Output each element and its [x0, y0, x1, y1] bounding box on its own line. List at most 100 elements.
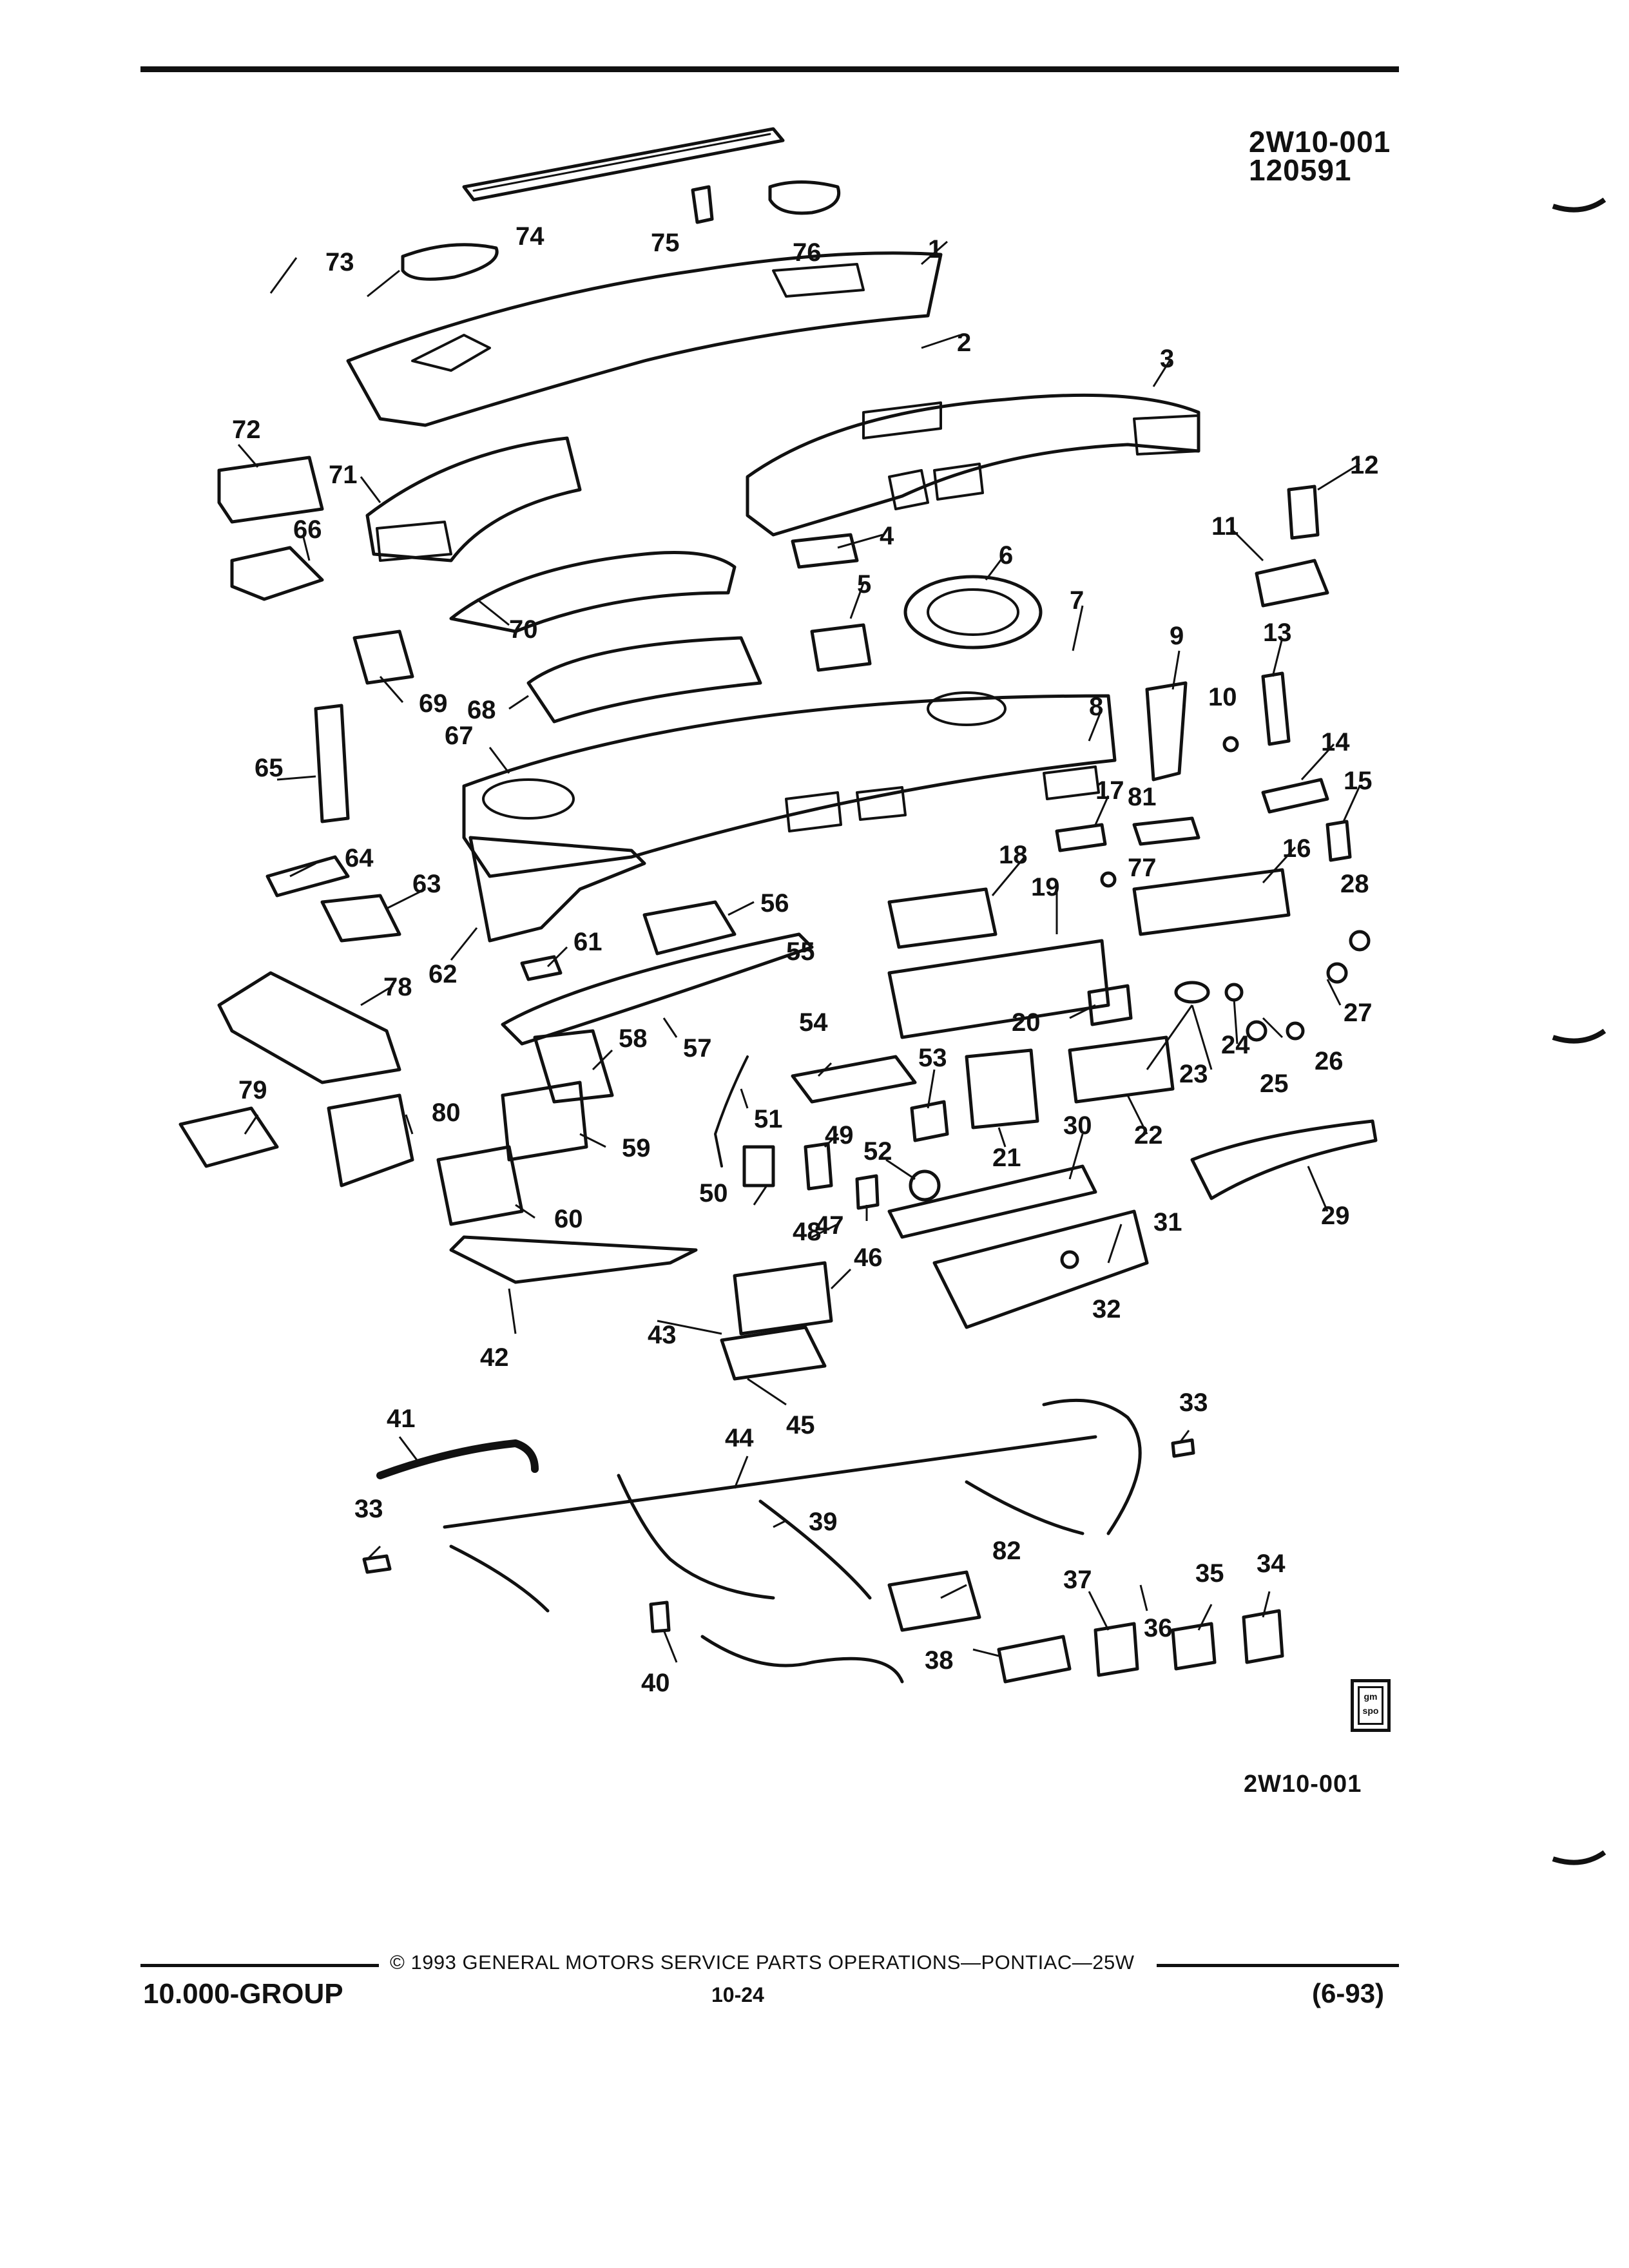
callout-52: 52	[863, 1137, 892, 1166]
callout-38: 38	[925, 1646, 954, 1675]
callout-68: 68	[467, 696, 496, 724]
binding-mark-1	[1552, 197, 1606, 213]
callout-16: 16	[1282, 834, 1311, 863]
part-pad-right	[768, 180, 840, 215]
part-clip-33-right	[1171, 1438, 1195, 1458]
callout-14: 14	[1321, 728, 1350, 756]
part-bracket-47	[733, 1261, 833, 1336]
part-knob-52	[909, 1169, 941, 1202]
part-bulb-48	[855, 1174, 880, 1210]
part-pad-left	[401, 243, 499, 281]
callout-82: 82	[992, 1537, 1021, 1565]
part-cap-23	[1174, 981, 1210, 1004]
part-panel-30	[887, 1164, 1097, 1239]
part-relay-37	[1094, 1622, 1139, 1677]
callout-61: 61	[574, 928, 602, 956]
callout-80: 80	[432, 1099, 461, 1127]
callout-69: 69	[419, 689, 448, 718]
part-control-60	[436, 1145, 524, 1226]
part-screw-77	[1100, 871, 1117, 888]
part-connector-40	[649, 1600, 671, 1633]
callout-25: 25	[1260, 1070, 1289, 1098]
callout-54: 54	[799, 1008, 828, 1037]
part-nut-27	[1326, 962, 1348, 984]
callout-6: 6	[999, 541, 1013, 570]
part-vent-69	[352, 629, 414, 685]
page-number: 10-24	[711, 1983, 764, 2006]
callout-51: 51	[754, 1105, 783, 1133]
part-bracket-80	[327, 1093, 414, 1187]
part-bracket-66	[230, 546, 324, 601]
revision-date: (6-93)	[1312, 1978, 1385, 2008]
part-socket-53	[910, 1100, 949, 1142]
callout-30: 30	[1063, 1111, 1092, 1140]
part-fastener-24	[1224, 983, 1244, 1002]
callout-74: 74	[516, 222, 545, 251]
part-plate-20	[1087, 984, 1133, 1026]
callout-29: 29	[1321, 1202, 1350, 1230]
callout-75: 75	[651, 229, 680, 257]
callout-7: 7	[1070, 586, 1084, 615]
part-instrument-carrier	[462, 694, 1117, 878]
part-module-38	[997, 1635, 1072, 1684]
callout-43: 43	[648, 1321, 677, 1349]
part-bezel-19	[887, 939, 1110, 1039]
part-nut-28	[1349, 930, 1371, 952]
callout-35: 35	[1195, 1559, 1224, 1588]
part-bracket-79	[178, 1106, 279, 1168]
part-bracket-5	[810, 623, 872, 672]
part-switch-4	[791, 533, 859, 569]
diagram-code: 2W10-001	[1249, 125, 1391, 159]
part-module-59	[501, 1081, 588, 1162]
callout-81: 81	[1128, 783, 1157, 811]
callout-53: 53	[918, 1044, 947, 1072]
part-tray-54	[791, 1055, 917, 1104]
callout-32: 32	[1092, 1295, 1121, 1323]
part-fastener-26	[1286, 1021, 1305, 1041]
part-element-49	[804, 1142, 833, 1191]
callout-41: 41	[387, 1405, 416, 1433]
part-clip-61	[520, 955, 563, 981]
callout-34: 34	[1257, 1550, 1286, 1578]
part-bracket-58	[533, 1029, 614, 1104]
callout-23: 23	[1179, 1060, 1208, 1088]
part-cluster-housing	[526, 636, 762, 724]
callout-55: 55	[786, 937, 815, 966]
callout-76: 76	[793, 238, 822, 267]
callout-17: 17	[1095, 776, 1124, 805]
callout-40: 40	[641, 1669, 670, 1697]
callout-2: 2	[957, 329, 971, 357]
callout-31: 31	[1153, 1208, 1182, 1236]
part-lower-bracket-42	[449, 1235, 698, 1284]
callout-10: 10	[1208, 683, 1237, 711]
part-harness-51	[714, 1055, 749, 1168]
diagram-date: 120591	[1249, 153, 1352, 187]
part-fastener-25	[1246, 1020, 1268, 1042]
callout-44: 44	[725, 1424, 754, 1452]
callout-62: 62	[429, 960, 458, 988]
part-bracket-63	[320, 894, 401, 943]
callout-1: 1	[928, 235, 942, 264]
part-control-22	[1068, 1035, 1175, 1104]
callout-36: 36	[1144, 1614, 1173, 1642]
part-bracket-81	[1132, 816, 1200, 846]
part-bezel-18	[887, 887, 998, 949]
part-bezel-56	[642, 900, 737, 956]
part-lighter-50	[742, 1145, 775, 1187]
copyright-notice: © 1993 GENERAL MOTORS SERVICE PARTS OPER…	[390, 1951, 1135, 1974]
part-lower-panel-left	[468, 836, 646, 943]
part-panel-pad	[346, 251, 943, 427]
part-harness-44	[443, 1435, 1097, 1613]
part-speaker	[903, 575, 1043, 649]
callout-9: 9	[1170, 622, 1184, 650]
callout-48: 48	[793, 1218, 822, 1246]
callout-49: 49	[825, 1121, 854, 1149]
part-glovebox-16	[1132, 868, 1291, 936]
part-tray-78	[217, 971, 401, 1084]
callout-57: 57	[683, 1034, 712, 1062]
callout-13: 13	[1263, 619, 1292, 647]
callout-33-left: 33	[354, 1495, 383, 1523]
group-label: 10.000-GROUP	[143, 1978, 343, 2010]
callout-18: 18	[999, 841, 1028, 869]
